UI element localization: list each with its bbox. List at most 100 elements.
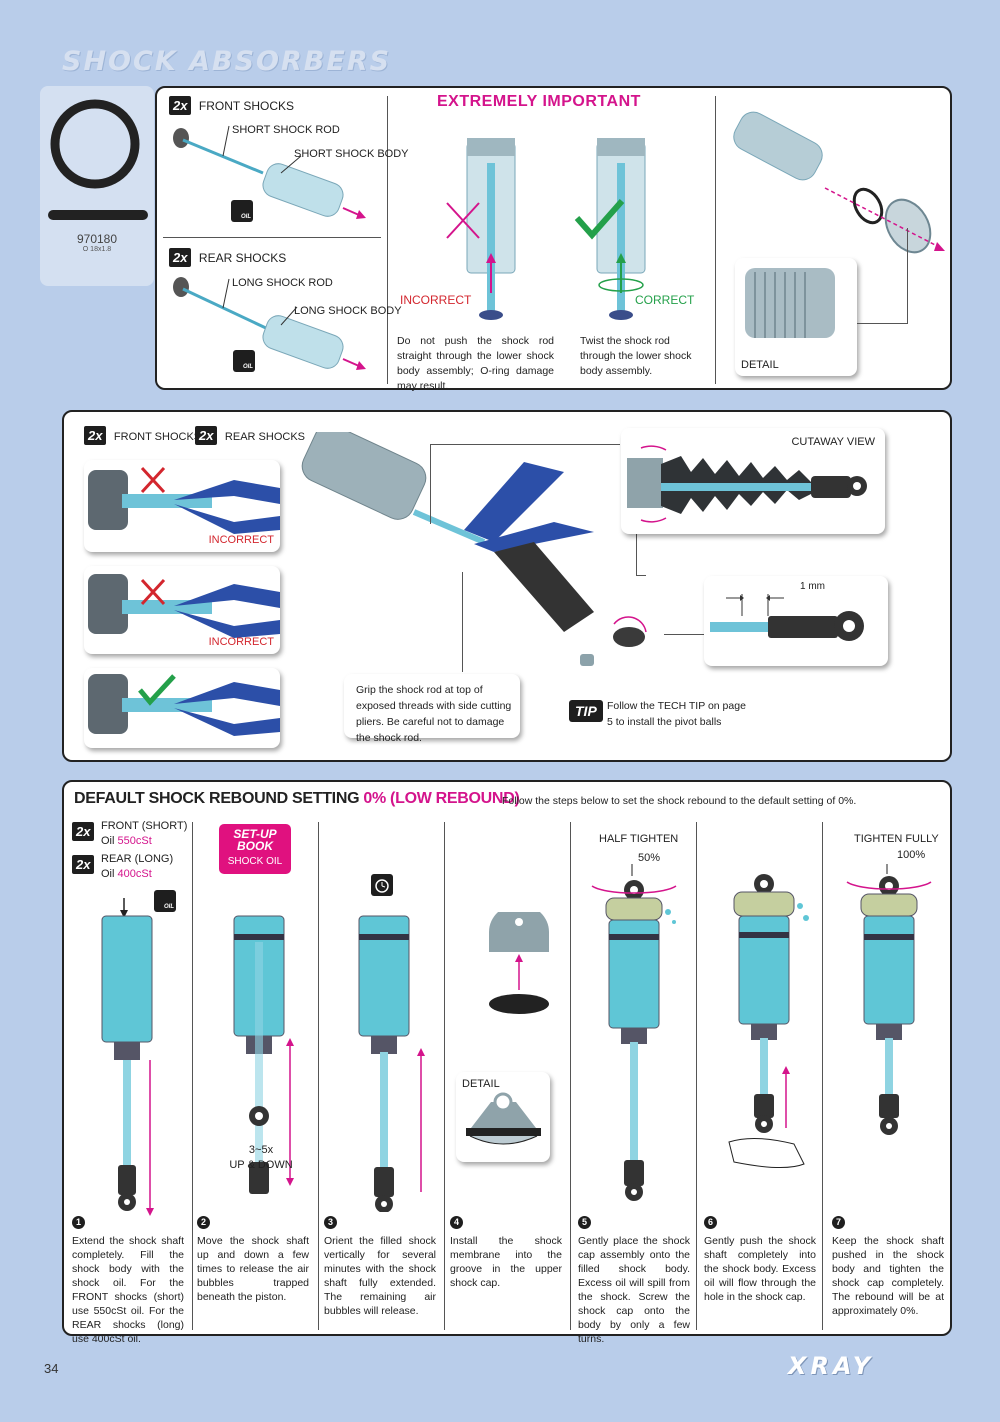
incorrect-label: INCORRECT: [208, 636, 274, 648]
incorrect-label: INCORRECT: [208, 534, 274, 546]
step-text: Extend the shock shaft completely. Fill …: [72, 1235, 184, 1345]
correct-text: Twist the shock rod through the lower sh…: [580, 335, 692, 377]
shock-step7-image: [846, 864, 932, 1135]
oil-icon: OIL: [231, 200, 253, 222]
up-down-label: UP & DOWN: [229, 1159, 293, 1171]
cutaway-view-inset: CUTAWAY VIEW: [621, 428, 885, 534]
grip-note: Grip the shock rod at top of exposed thr…: [344, 674, 520, 744]
step-text: Orient the filled shock vertically for s…: [324, 1235, 436, 1317]
oil-icon: OIL: [233, 350, 255, 372]
shock-step3-image: [358, 915, 425, 1212]
rear-shocks-header: 2x REAR SHOCKS: [169, 248, 286, 267]
part-box: 970180 O 18x1.8: [40, 86, 154, 286]
short-rod-label: SHORT SHOCK ROD: [232, 124, 340, 136]
qty-badge: 2x: [169, 96, 192, 115]
cutaway-boot-image: [627, 445, 867, 523]
step-number: 7: [832, 1216, 845, 1229]
shock-rod-grip-image: [301, 432, 647, 647]
rear-oil-spec: 2x: [72, 855, 95, 874]
clock-icon: [371, 874, 393, 896]
middle-panel: 2x FRONT SHOCKS 2x REAR SHOCKS INCORRECT…: [62, 410, 952, 762]
tip-text: Follow the TECH TIP on page 5 to install…: [607, 700, 746, 728]
qty-badge: 2x: [169, 248, 192, 267]
cutaway-view-label: CUTAWAY VIEW: [791, 436, 875, 448]
step-text: Install the shock membrane into the groo…: [450, 1235, 562, 1289]
step-text: Move the shock shaft up and down a few t…: [197, 1235, 309, 1303]
qty-badge: 2x: [72, 855, 95, 874]
qty-badge: 2x: [195, 426, 218, 445]
detail-membrane-inset: DETAIL: [456, 1072, 550, 1162]
correct-grip-image: [88, 674, 280, 736]
detail-inset: DETAIL: [735, 258, 857, 376]
detail-label: DETAIL: [741, 359, 779, 371]
tighten-fully-pct: 100%: [897, 849, 926, 861]
long-rod-label: LONG SHOCK ROD: [232, 277, 333, 289]
page-title: SHOCK ABSORBERS: [62, 46, 392, 77]
rebound-intro: Follow the steps below to set the shock …: [502, 795, 857, 807]
o-ring-image: [48, 99, 148, 220]
bottom-panel: DEFAULT SHOCK REBOUND SETTING 0% (LOW RE…: [62, 780, 952, 1345]
oil-prefix: Oil: [101, 868, 118, 880]
important-heading: EXTREMELY IMPORTANT: [437, 93, 641, 110]
incorrect-text: Do not push the shock rod straight throu…: [397, 335, 554, 392]
rebound-heading: DEFAULT SHOCK REBOUND SETTING 0% (LOW RE…: [74, 790, 520, 808]
setup-line1: SET-UP: [233, 827, 277, 841]
shock-step5-image: [591, 864, 677, 1201]
step-text: Gently push the shock shaft completely i…: [704, 1235, 816, 1303]
step-number: 3: [324, 1216, 337, 1229]
rear-label: REAR (LONG): [101, 853, 174, 865]
front-shocks-header: 2x FRONT SHOCKS: [169, 96, 294, 115]
short-body-label: SHORT SHOCK BODY: [294, 148, 409, 160]
front-shock-exploded-image: [173, 125, 366, 219]
step-number: 2: [197, 1216, 210, 1229]
rebound-heading-main: DEFAULT SHOCK REBOUND SETTING: [74, 790, 364, 807]
shock-cap-exploded-image: [733, 111, 945, 254]
incorrect-label: INCORRECT: [400, 293, 472, 307]
front-shocks-label: FRONT SHOCKS: [198, 98, 295, 113]
part-number: 970180: [76, 232, 118, 246]
step-text: Gently place the shock cap assembly onto…: [578, 1235, 690, 1345]
incorrect-grip-inset-2: INCORRECT: [84, 566, 280, 654]
step-number: 4: [450, 1216, 463, 1229]
oil-prefix: Oil: [101, 835, 118, 847]
shock-cap-membrane-image: [489, 912, 549, 1014]
tighten-fully-label: TIGHTEN FULLY: [854, 833, 939, 845]
top-panel: 2x FRONT SHOCKS SHORT SHOCK ROD SHORT SH…: [155, 86, 952, 392]
dimension-label: 1 mm: [800, 581, 825, 592]
front-oil-value: 550cSt: [117, 835, 152, 847]
rebound-heading-accent: 0% (LOW REBOUND): [363, 790, 520, 807]
detail-thread-image: [745, 268, 835, 338]
rod-end-gap-image: [710, 594, 864, 641]
step-number: 5: [578, 1216, 591, 1229]
setup-line3: SHOCK OIL: [227, 856, 283, 867]
incorrect-shock-image: [446, 138, 516, 320]
up-down-count: 3~5x: [248, 1144, 274, 1156]
front-shocks-label: FRONT SHOCKS: [113, 430, 202, 443]
incorrect-grip-image: [88, 574, 280, 638]
qty-badge: 2x: [84, 426, 107, 445]
tip-badge: TIP: [569, 700, 603, 722]
half-tighten-pct: 50%: [638, 852, 661, 864]
front-oil-spec: 2x: [72, 822, 95, 841]
grip-text: Grip the shock rod at top of exposed thr…: [356, 684, 512, 744]
step-text: Keep the shock shaft pushed in the shock…: [832, 1235, 944, 1317]
setup-book-badge: SET-UP BOOK SHOCK OIL: [219, 824, 291, 874]
shock-step1-image: [101, 898, 154, 1216]
brand-logo: XRAY: [788, 1352, 875, 1380]
front-label: FRONT (SHORT): [101, 820, 188, 832]
incorrect-grip-image: [88, 466, 280, 534]
correct-label: CORRECT: [635, 293, 695, 307]
rear-shocks-label: REAR SHOCKS: [198, 250, 287, 265]
long-body-label: LONG SHOCK BODY: [294, 305, 402, 317]
rear-shock-exploded-image: [173, 277, 366, 370]
rear-shocks-header: 2x REAR SHOCKS: [195, 426, 305, 445]
step-number: 6: [704, 1216, 717, 1229]
detail-membrane-image: [466, 1092, 541, 1145]
step-number: 1: [72, 1216, 85, 1229]
shock-step6-image: [728, 874, 809, 1169]
qty-badge: 2x: [72, 822, 95, 841]
rear-oil-text: REAR (LONG) Oil 400cSt: [101, 852, 173, 882]
half-tighten-label: HALF TIGHTEN: [599, 833, 679, 845]
pivot-ball-image: [580, 654, 594, 666]
rear-oil-value: 400cSt: [117, 868, 152, 880]
